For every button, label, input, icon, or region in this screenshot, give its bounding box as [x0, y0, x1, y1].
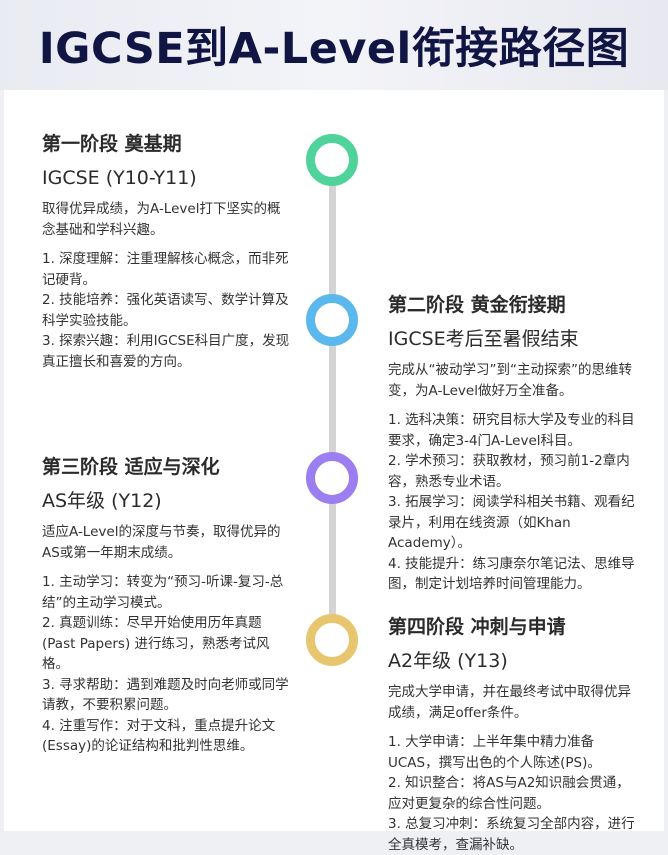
stage-title: 第二阶段 黄金衔接期 [388, 294, 566, 316]
page-title: IGCSE到A-Level衔接路径图 [38, 24, 630, 74]
stage-period: IGCSE考后至暑假结束 [388, 328, 579, 350]
stage-period: AS年级 (Y12) [42, 490, 162, 512]
list-item: 4. 注重写作：对于文科，重点提升论文(Essay)的论证结构和批判性思维。 [42, 717, 276, 755]
stage-title: 第三阶段 适应与深化 [42, 456, 220, 478]
timeline-line [329, 160, 336, 650]
stage-4: 第四阶段 冲刺与申请 A2年级 (Y13) 完成大学申请，并在最终考试中取得优异… [388, 614, 643, 855]
header-banner: IGCSE到A-Level衔接路径图 [0, 0, 668, 90]
stage-period: IGCSE (Y10-Y11) [42, 167, 197, 189]
list-item: 3. 拓展学习：阅读学科相关书籍、观看纪录片，利用在线资源（如Khan Acad… [388, 494, 635, 551]
list-item: 2. 技能培养：强化英语读写、数学计算及科学实验技能。 [42, 292, 289, 329]
stage-1: 第一阶段 奠基期 IGCSE (Y10-Y11) 取得优异成绩，为A-Level… [42, 131, 292, 372]
stage-2-node-icon [306, 294, 358, 346]
stage-description: 取得优异成绩，为A-Level打下坚实的概念基础和学科兴趣。 [42, 201, 281, 238]
list-item: 3. 探索兴趣：利用IGCSE科目广度，发现真正擅长和喜爱的方向。 [42, 333, 290, 370]
list-item: 2. 学术预习：获取教材，预习前1-2章内容，熟悉专业术语。 [388, 453, 630, 490]
stage-title: 第一阶段 奠基期 [42, 133, 182, 155]
stage-3: 第三阶段 适应与深化 AS年级 (Y12) 适应A-Level的深度与节奏，取得… [42, 454, 292, 757]
stage-3-node-icon [306, 452, 358, 504]
list-item: 1. 深度理解：注重理解核心概念，而非死记硬背。 [42, 251, 289, 288]
list-item: 1. 选科决策：研究目标大学及专业的科目要求，确定3-4门A-Level科目。 [388, 412, 635, 449]
list-item: 2. 真题训练：尽早开始使用历年真题 (Past Papers) 进行练习，熟悉… [42, 615, 270, 672]
list-item: 1. 大学申请：上半年集中精力准备UCAS，撰写出色的个人陈述(PS)。 [388, 734, 601, 771]
stage-title: 第四阶段 冲刺与申请 [388, 616, 566, 638]
stage-4-node-icon [306, 614, 358, 666]
stage-description: 完成大学申请，并在最终考试中取得优异成绩，满足offer条件。 [388, 684, 631, 721]
list-item: 3. 寻求帮助：遇到难题及时向老师或同学请教，不要积累问题。 [42, 676, 289, 714]
stage-1-node-icon [306, 134, 358, 186]
list-item: 4. 技能提升：练习康奈尔笔记法、思维导图，制定计划培养时间管理能力。 [388, 555, 635, 593]
stage-period: A2年级 (Y13) [388, 650, 508, 672]
list-item: 1. 主动学习：转变为“预习-听课-复习-总结”的主动学习模式。 [42, 574, 284, 611]
list-item: 3. 总复习冲刺：系统复习全部内容，进行全真模考，查漏补缺。 [388, 816, 635, 853]
list-item: 2. 知识整合：将AS与A2知识融会贯通，应对更复杂的综合性问题。 [388, 775, 630, 812]
stage-description: 适应A-Level的深度与节奏，取得优异的AS或第一年期末成绩。 [42, 524, 281, 561]
stage-description: 完成从“被动学习”到“主动探索”的思维转变，为A-Level做好万全准备。 [388, 362, 632, 399]
stage-2: 第二阶段 黄金衔接期 IGCSE考后至暑假结束 完成从“被动学习”到“主动探索”… [388, 292, 643, 595]
